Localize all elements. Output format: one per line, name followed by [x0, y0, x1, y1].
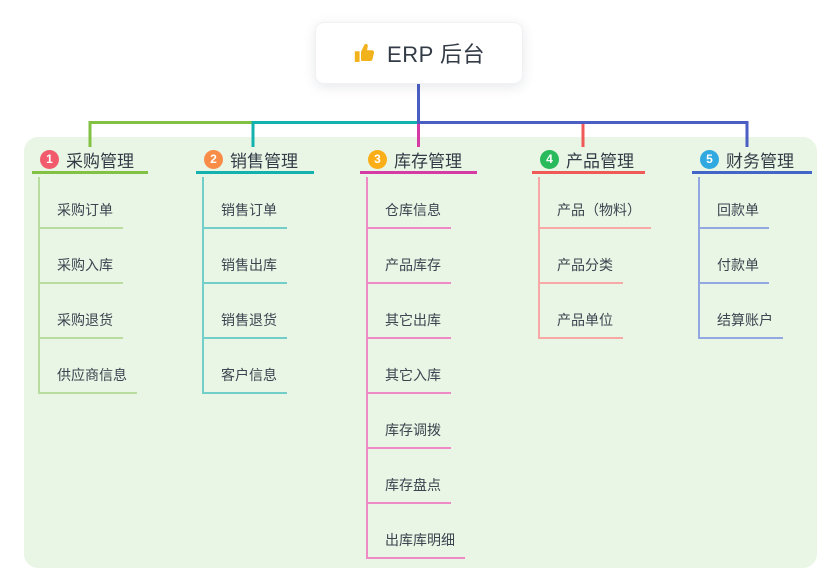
root-title: ERP 后台: [387, 42, 485, 67]
mindmap-canvas-panel: [24, 137, 817, 568]
child-row: 销售出库: [202, 229, 287, 284]
branch-topic-label: 采购管理: [66, 151, 134, 171]
branch-stem-line: [202, 177, 204, 394]
branch-stem-line: [38, 177, 40, 394]
branch-children: 销售订单销售出库销售退货客户信息: [202, 174, 287, 394]
branch-topic[interactable]: 1 采购管理: [32, 147, 148, 174]
child-row: 产品库存: [366, 229, 465, 284]
branch-topic-label: 销售管理: [230, 151, 298, 171]
child-item[interactable]: 库存调拨: [366, 420, 451, 449]
child-item[interactable]: 客户信息: [202, 365, 287, 394]
child-row: 产品单位: [538, 284, 651, 339]
branch-topic-label: 库存管理: [394, 151, 462, 171]
branch-topic-label: 财务管理: [726, 151, 794, 171]
child-row: 采购退货: [38, 284, 137, 339]
child-row: 供应商信息: [38, 339, 137, 394]
branch-topic[interactable]: 4 产品管理: [532, 147, 645, 174]
child-item[interactable]: 结算账户: [698, 310, 783, 339]
branch-topic[interactable]: 5 财务管理: [692, 147, 812, 174]
branch-number-badge: 3: [368, 149, 387, 169]
child-row: 其它入库: [366, 339, 465, 394]
child-item[interactable]: 产品（物料）: [538, 200, 651, 229]
branch-sales: 2 销售管理销售订单销售出库销售退货客户信息: [196, 147, 314, 394]
branch-children: 采购订单采购入库采购退货供应商信息: [38, 174, 137, 394]
child-item[interactable]: 产品库存: [366, 255, 451, 284]
thumbs-up-icon: [354, 43, 375, 62]
child-item[interactable]: 供应商信息: [38, 365, 137, 394]
child-row: 销售订单: [202, 174, 287, 229]
branch-number-badge: 1: [40, 149, 59, 169]
child-item[interactable]: 产品分类: [538, 255, 623, 284]
child-item[interactable]: 采购订单: [38, 200, 123, 229]
branch-stem-line: [366, 177, 368, 559]
child-row: 销售退货: [202, 284, 287, 339]
branch-children: 产品（物料） 产品分类产品单位: [538, 174, 651, 339]
child-item[interactable]: 其它出库: [366, 310, 451, 339]
child-item[interactable]: 出库库明细: [366, 530, 465, 559]
branch-topic[interactable]: 2 销售管理: [196, 147, 314, 174]
child-item[interactable]: 回款单: [698, 200, 769, 229]
child-item[interactable]: 销售退货: [202, 310, 287, 339]
child-row: 其它出库: [366, 284, 465, 339]
child-row: 仓库信息: [366, 174, 465, 229]
child-item[interactable]: 仓库信息: [366, 200, 451, 229]
child-item[interactable]: 销售出库: [202, 255, 287, 284]
child-row: 付款单: [698, 229, 783, 284]
branch-number-badge: 5: [700, 149, 719, 169]
root-node[interactable]: ERP 后台: [315, 22, 523, 84]
child-row: 客户信息: [202, 339, 287, 394]
branch-inventory: 3 库存管理仓库信息产品库存其它出库其它入库库存调拨库存盘点出库库明细: [360, 147, 477, 559]
child-row: 产品（物料）: [538, 174, 651, 229]
child-row: 库存盘点: [366, 449, 465, 504]
child-row: 回款单: [698, 174, 783, 229]
branch-topic-label: 产品管理: [566, 151, 634, 171]
child-item[interactable]: 采购入库: [38, 255, 123, 284]
child-item[interactable]: 产品单位: [538, 310, 623, 339]
branch-product: 4 产品管理产品（物料） 产品分类产品单位: [532, 147, 651, 339]
child-item[interactable]: 其它入库: [366, 365, 451, 394]
branch-purchase: 1 采购管理采购订单采购入库采购退货供应商信息: [32, 147, 148, 394]
child-item[interactable]: 库存盘点: [366, 475, 451, 504]
child-item[interactable]: 销售订单: [202, 200, 287, 229]
child-row: 库存调拨: [366, 394, 465, 449]
branch-children: 回款单付款单结算账户: [698, 174, 783, 339]
child-row: 采购入库: [38, 229, 137, 284]
child-row: 结算账户: [698, 284, 783, 339]
branch-number-badge: 2: [204, 149, 223, 169]
child-row: 产品分类: [538, 229, 651, 284]
branch-children: 仓库信息产品库存其它出库其它入库库存调拨库存盘点出库库明细: [366, 174, 465, 559]
branch-stem-line: [698, 177, 700, 339]
branch-number-badge: 4: [540, 149, 559, 169]
child-row: 出库库明细: [366, 504, 465, 559]
branch-finance: 5 财务管理回款单付款单结算账户: [692, 147, 812, 339]
child-item[interactable]: 采购退货: [38, 310, 123, 339]
branch-topic[interactable]: 3 库存管理: [360, 147, 477, 174]
branch-stem-line: [538, 177, 540, 339]
child-item[interactable]: 付款单: [698, 255, 769, 284]
child-row: 采购订单: [38, 174, 137, 229]
